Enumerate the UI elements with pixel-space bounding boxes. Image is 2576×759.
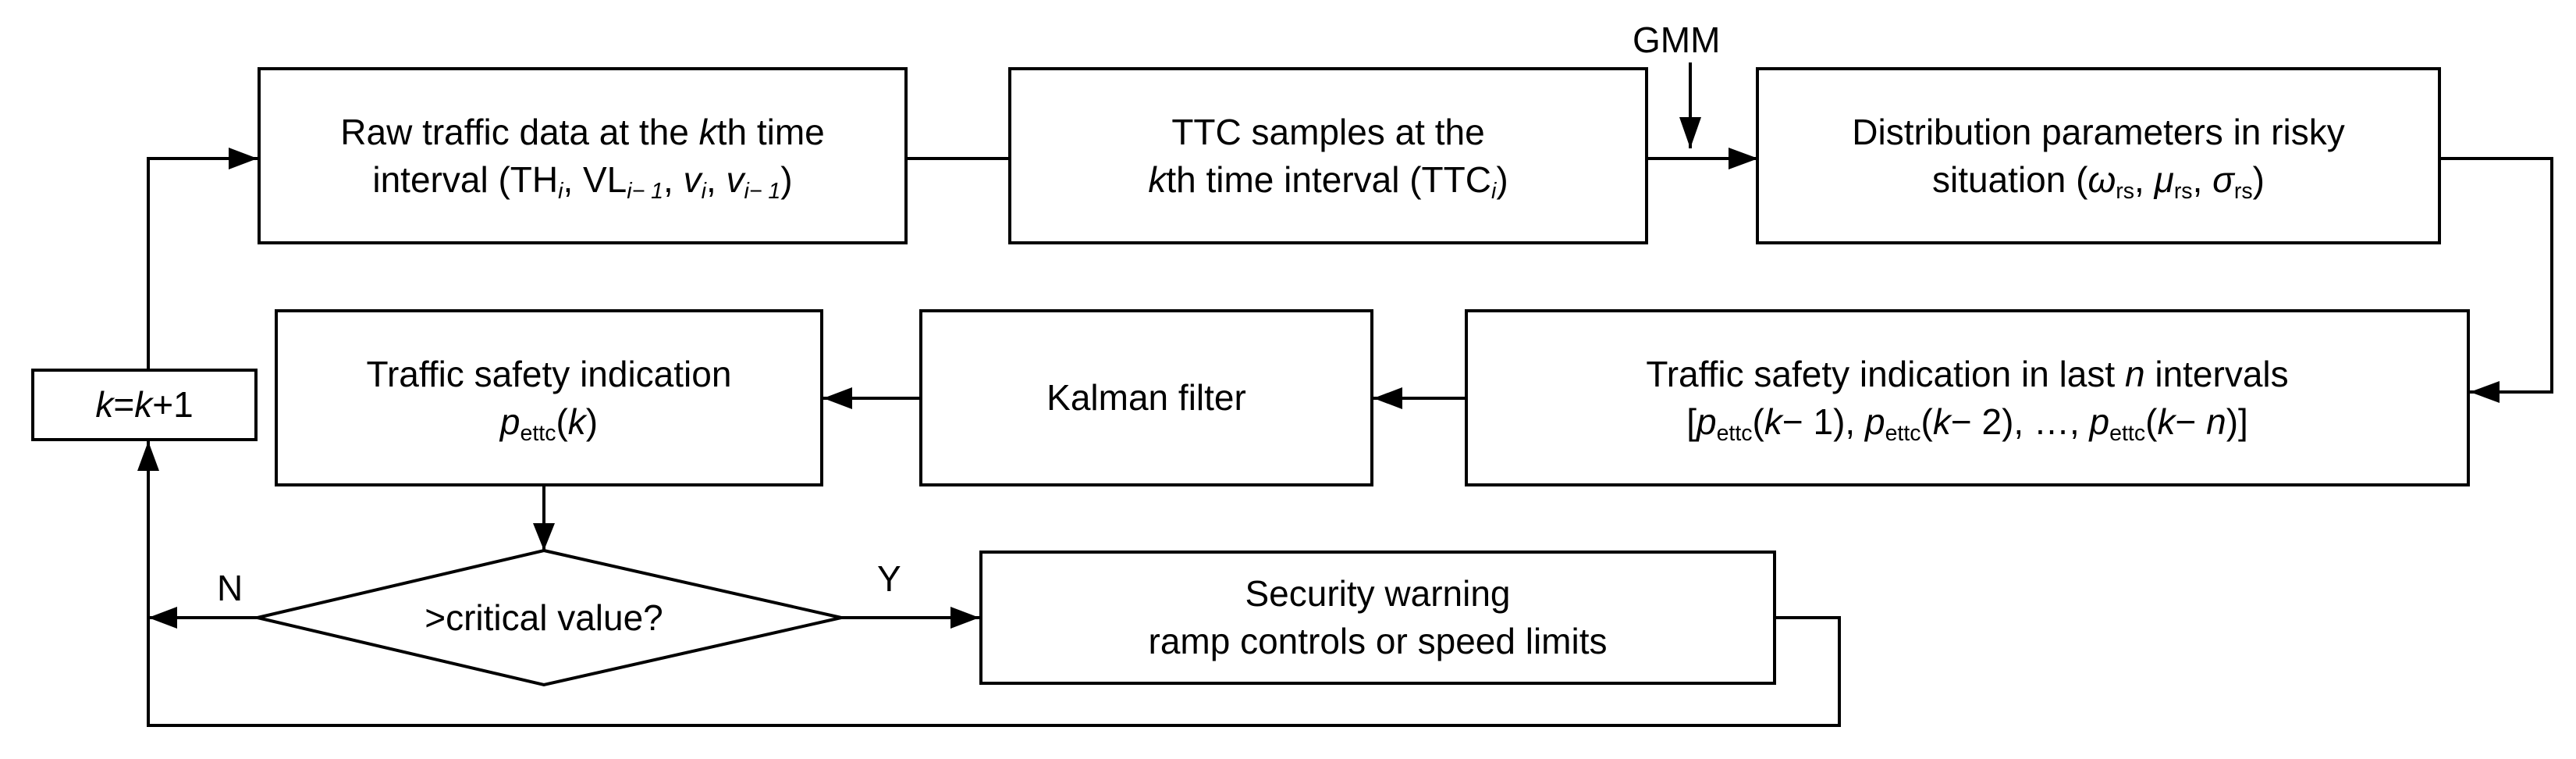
arrowhead-kalman bbox=[1373, 387, 1402, 409]
raw-data-line1: Raw traffic data at the kth time bbox=[340, 111, 825, 152]
arrow-counter-to-raw bbox=[147, 157, 258, 369]
arrowhead-lastn bbox=[2470, 381, 2500, 403]
kalman-label: Kalman filter bbox=[1046, 377, 1246, 419]
raw-traffic-data-box: Raw traffic data at the kth time interva… bbox=[258, 67, 908, 244]
ttc-line2: kth time interval (TTCi) bbox=[1148, 159, 1508, 204]
arrowhead-raw bbox=[229, 148, 258, 169]
last-n-line2: [pettc(k− 1), pettc(k− 2), …, pettc(k− n… bbox=[1686, 401, 2248, 446]
ttc-line1: TTC samples at the bbox=[1171, 111, 1485, 152]
arrowhead-gmm bbox=[1679, 117, 1701, 148]
traffic-safety-indication-box: Traffic safety indication pettc(k) bbox=[275, 309, 823, 486]
loop-warning-return bbox=[147, 441, 1841, 727]
counter-box: k=k+1 bbox=[31, 369, 258, 441]
yes-label: Y bbox=[877, 558, 901, 599]
last-n-line1: Traffic safety indication in last n inte… bbox=[1646, 353, 2289, 394]
raw-data-line2: interval (THi, VLi− 1, vi, vi− 1) bbox=[372, 159, 793, 204]
no-label: N bbox=[217, 568, 243, 608]
decision-diamond bbox=[257, 548, 842, 687]
arrowhead-distribution bbox=[1729, 148, 1758, 169]
arrowhead-decision bbox=[533, 523, 555, 551]
indication-line2: pettc(k) bbox=[499, 401, 599, 446]
ttc-samples-box: TTC samples at the kth time interval (TT… bbox=[1008, 67, 1648, 244]
gmm-label: GMM bbox=[1633, 20, 1721, 60]
arrowhead-indication bbox=[823, 387, 852, 409]
warning-line1: Security warning bbox=[1245, 573, 1511, 615]
security-warning-box: Security warning ramp controls or speed … bbox=[979, 551, 1776, 685]
distribution-line2: situation (ωrs, μrs, σrs) bbox=[1932, 159, 2265, 204]
counter-text: k=k+1 bbox=[95, 384, 194, 426]
distribution-parameters-box: Distribution parameters in risky situati… bbox=[1756, 67, 2441, 244]
kalman-filter-box: Kalman filter bbox=[919, 309, 1373, 486]
arrowhead-counter bbox=[137, 441, 159, 471]
distribution-line1: Distribution parameters in risky bbox=[1852, 111, 2345, 152]
warning-line2: ramp controls or speed limits bbox=[1148, 621, 1608, 661]
decision-label: >critical value? bbox=[425, 597, 663, 638]
last-n-intervals-box: Traffic safety indication in last n inte… bbox=[1465, 309, 2470, 486]
arrowhead-no bbox=[148, 607, 177, 629]
arrowhead-warning bbox=[950, 607, 979, 629]
indication-line1: Traffic safety indication bbox=[366, 353, 732, 394]
